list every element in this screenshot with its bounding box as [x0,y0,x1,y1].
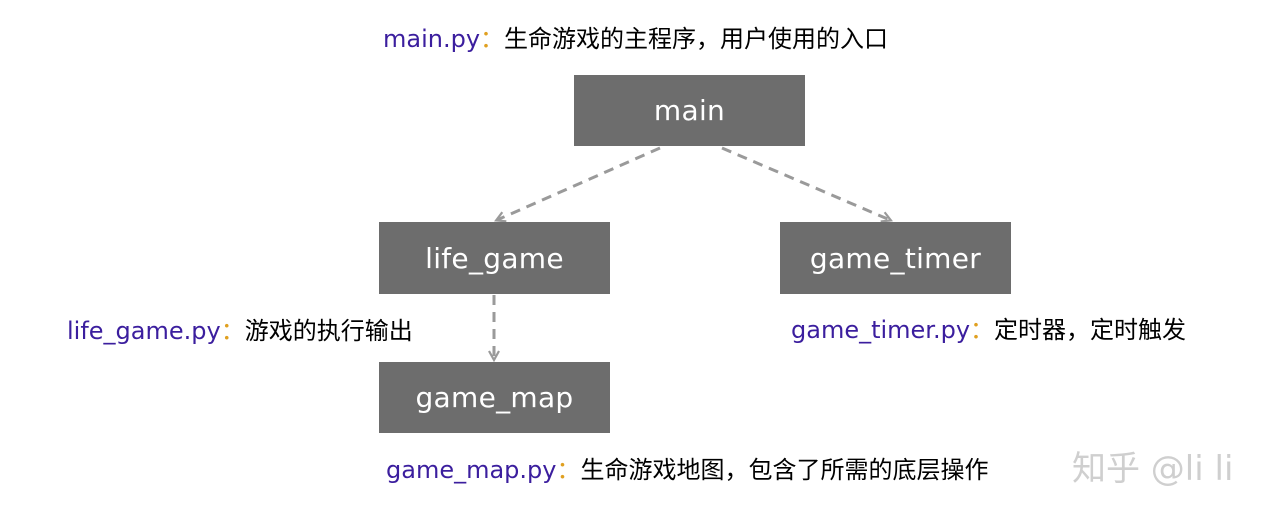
caption-game-map-file: game_map.py [386,456,557,484]
caption-game-timer: game_timer.py：定时器，定时触发 [791,315,1186,345]
edge-main-to-game-timer [721,146,894,223]
caption-game-timer-separator: ： [970,316,995,344]
caption-life-game-separator: ： [220,317,245,345]
caption-game-timer-description: 定时器，定时触发 [994,316,1187,344]
node-life-game: life_game [379,222,610,294]
node-game-timer: game_timer [780,222,1011,294]
caption-life-game-file: life_game.py [67,317,221,345]
caption-main: main.py：生命游戏的主程序，用户使用的入口 [383,24,888,54]
caption-game-timer-file: game_timer.py [791,316,971,344]
caption-life-game-description: 游戏的执行输出 [244,317,413,345]
caption-main-separator: ： [480,25,505,53]
watermark: 知乎 @li li [1072,449,1234,489]
caption-main-description: 生命游戏的主程序，用户使用的入口 [504,25,889,53]
caption-game-map: game_map.py：生命游戏地图，包含了所需的底层操作 [386,455,988,485]
edge-main-to-life-game [494,146,661,223]
caption-life-game: life_game.py：游戏的执行输出 [67,316,413,346]
node-game-map: game_map [379,362,610,433]
caption-main-file: main.py [383,25,481,53]
node-main: main [574,75,805,146]
caption-game-map-description: 生命游戏地图，包含了所需的底层操作 [580,456,989,484]
caption-game-map-separator: ： [556,456,581,484]
